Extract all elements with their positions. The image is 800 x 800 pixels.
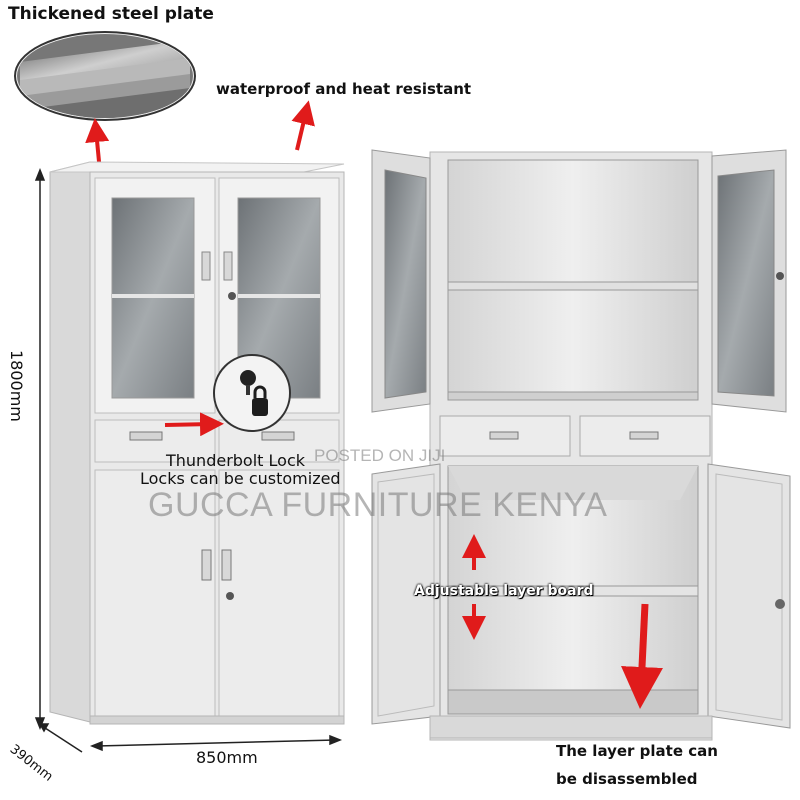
steel-plate-inset — [14, 31, 196, 121]
lock-title-label: Thunderbolt Lock — [166, 451, 306, 470]
watermark-brand: GUCCA FURNITURE KENYA — [148, 486, 608, 524]
cabinet-open — [371, 149, 791, 741]
lock-sub-label: Locks can be customized — [140, 469, 341, 488]
layer-plate-label-2: be disassembled — [556, 770, 698, 788]
arrow-up-waterproof — [291, 100, 315, 151]
adjustable-label: Adjustable layer board — [414, 583, 594, 599]
layer-plate-label-1: The layer plate can — [556, 742, 718, 760]
lock-inset — [213, 354, 291, 432]
height-label: 1800mm — [7, 350, 26, 422]
arrow-to-lock — [164, 412, 224, 437]
dimension-lines — [34, 167, 343, 753]
cabinet-closed — [49, 161, 345, 725]
watermark-posted: POSTED ON JIJI — [314, 446, 446, 465]
width-label: 850mm — [196, 748, 258, 767]
arrow-layer-plate — [621, 603, 663, 709]
waterproof-label: waterproof and heat resistant — [216, 80, 472, 98]
steel-plate-label: Thickened steel plate — [8, 4, 214, 24]
